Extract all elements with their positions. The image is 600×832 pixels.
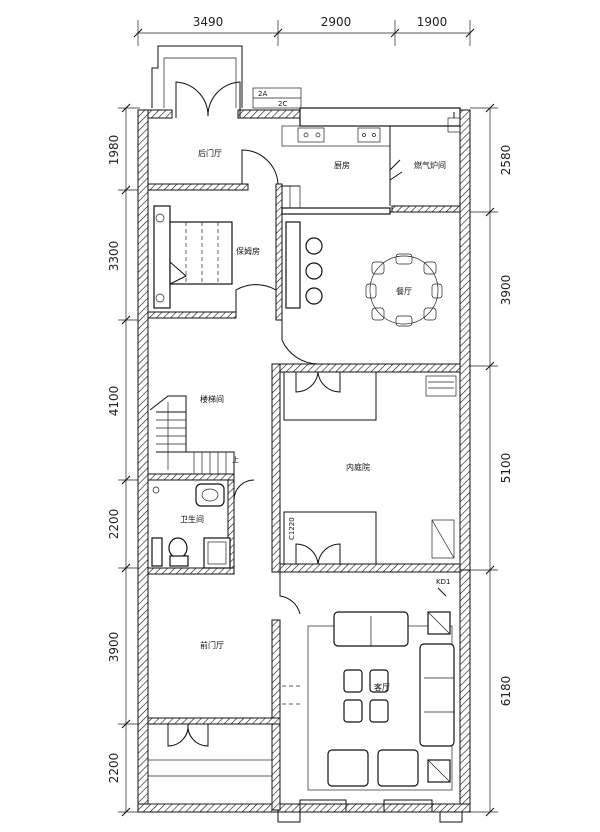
- dim-top-2: 2900: [321, 15, 352, 29]
- room-label-kitchen: 厨房: [334, 160, 350, 170]
- room-label-bathroom: 卫生间: [180, 514, 204, 524]
- room-label-living-room: 客厅: [374, 682, 390, 692]
- dim-right-1: 2580: [499, 145, 513, 176]
- back-entrance-room: 后门厅: [175, 81, 279, 185]
- dim-left-1: 1980: [107, 135, 121, 166]
- dim-left-2: 3300: [107, 241, 121, 272]
- front-entrance: 前门厅: [147, 572, 301, 805]
- door-label-c1220: C1220: [288, 517, 296, 540]
- dimension-right: 2580 3900 5100 6180: [470, 103, 513, 817]
- stair-up-label: 上: [232, 455, 239, 464]
- dimension-left: 1980 3300 4100 2200 3900 2200: [107, 103, 140, 817]
- room-label-courtyard: 内庭院: [346, 462, 370, 472]
- room-label-boiler-room: 燃气炉间: [414, 160, 446, 170]
- boiler-room: 燃气炉间: [414, 112, 461, 170]
- dim-left-6: 2200: [107, 753, 121, 784]
- dim-left-5: 3900: [107, 632, 121, 663]
- dim-right-4: 6180: [499, 676, 513, 707]
- dimension-top: 3490 2900 1900: [133, 15, 475, 46]
- ac-label-2c: 2C: [278, 100, 287, 108]
- window-label-kd1: KD1: [436, 578, 450, 586]
- dim-left-3: 4100: [107, 386, 121, 417]
- exterior-walls: [137, 107, 471, 823]
- room-label-back-entrance: 后门厅: [198, 148, 222, 158]
- ac-label-2a: 2A: [258, 90, 267, 98]
- bathroom: 卫生间: [151, 479, 255, 569]
- interior-walls: [147, 183, 461, 811]
- dining-room: 餐厅: [281, 221, 443, 365]
- back-porch: 2A 2C: [151, 45, 302, 109]
- courtyard: 内庭院 C1220: [283, 371, 457, 565]
- room-label-stair-hall: 楼梯间: [200, 394, 224, 404]
- dim-right-2: 3900: [499, 275, 513, 306]
- dim-left-4: 2200: [107, 509, 121, 540]
- stair-hall: 楼梯间 上: [149, 394, 239, 474]
- living-room: 客厅 KD1: [307, 578, 455, 791]
- dim-top-3: 1900: [417, 15, 448, 29]
- dim-top-1: 3490: [193, 15, 224, 29]
- room-label-front-entrance: 前门厅: [200, 640, 224, 650]
- nanny-room: 保姆房: [153, 205, 277, 318]
- dim-right-3: 5100: [499, 453, 513, 484]
- room-label-nanny-room: 保姆房: [236, 246, 260, 256]
- kitchen-room: 厨房: [281, 125, 403, 209]
- room-label-dining-room: 餐厅: [396, 287, 412, 296]
